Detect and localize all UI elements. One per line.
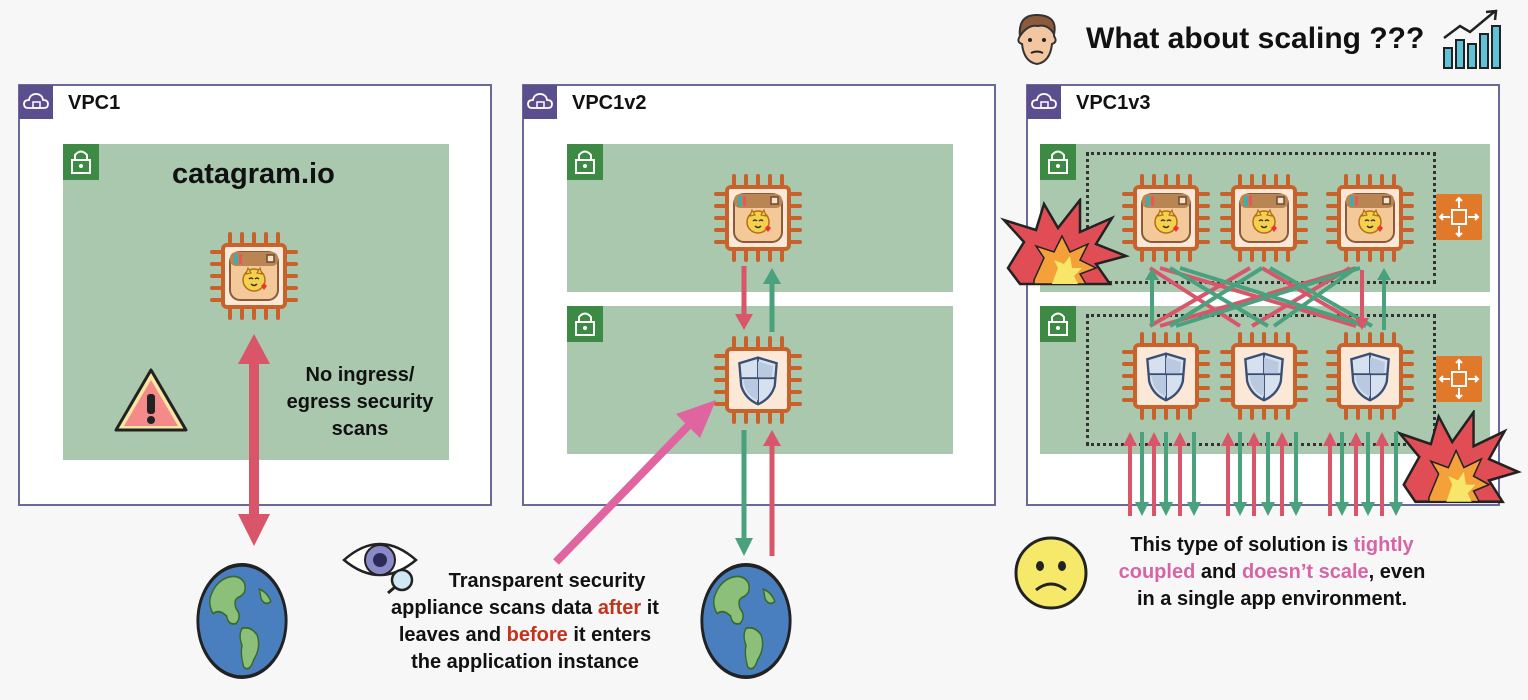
warning-icon [112,366,190,434]
caption-text: Transparent security [448,570,646,592]
autoscaling-icon [1436,356,1482,402]
lock-icon [567,306,603,342]
chip-app-icon [208,230,300,322]
lock-icon [1040,306,1076,342]
chip-shield-icon [1324,330,1416,422]
chip-app-icon [712,172,804,264]
vpc1-container: VPC1 [18,84,492,506]
cloud-vpc-icon [19,85,53,119]
vpc-label: VPC1v3 [1076,92,1151,114]
caption-text: , even [1368,561,1426,583]
caption-line: This type of solution is tightly [1102,532,1442,559]
cloud-vpc-icon [523,85,557,119]
warning-text-line: No ingress/ [305,364,415,386]
caption-emphasis: before [506,624,568,646]
vpc2-caption: Transparent security appliance scans dat… [372,568,678,676]
vpc-label: VPC1 [68,92,121,114]
chip-shield-icon [712,334,804,426]
explosion-icon [1396,410,1522,506]
caption-text: and [1195,561,1242,583]
chip-shield-icon [1120,330,1212,422]
person-icon [1012,12,1062,70]
caption-line: the application instance [372,649,678,676]
app-name: catagram.io [172,158,335,190]
caption-line: Transparent security [372,568,678,595]
chip-shield-icon [1218,330,1310,422]
caption-emphasis: doesn’t scale [1241,561,1369,583]
caption-text: it [641,597,659,619]
lock-icon [567,144,603,180]
caption-text: This type of solution is [1130,534,1354,556]
caption-line: in a single app environment. [1102,586,1442,613]
globe-icon [194,560,290,682]
caption-emphasis: coupled [1118,561,1196,583]
explosion-icon [1000,198,1130,288]
caption-line: appliance scans data after it [372,595,678,622]
caption-text: the application instance [411,651,639,673]
caption-text: it enters [567,624,652,646]
lock-icon [1040,144,1076,180]
chip-app-icon [1324,172,1416,264]
autoscaling-icon [1436,194,1482,240]
warning-text-line: scans [331,418,389,440]
lock-icon [63,144,99,180]
vpc-label: VPC1v2 [572,92,647,114]
chip-app-icon [1218,172,1310,264]
caption-text: leaves and [398,624,507,646]
caption-emphasis: after [597,597,642,619]
caption-text: appliance scans data [391,597,598,619]
chip-app-icon [1120,172,1212,264]
caption-text: in a single app environment. [1136,588,1408,610]
sad-face-icon [1012,534,1090,612]
globe-icon [698,560,794,682]
caption-line: leaves and before it enters [372,622,678,649]
growth-chart-icon [1440,8,1502,70]
vpc3-caption: This type of solution is tightly coupled… [1102,532,1442,613]
vpc2-container: VPC1v2 [522,84,996,506]
caption-line: coupled and doesn’t scale, even [1102,559,1442,586]
page-title: What about scaling ??? [1086,22,1425,55]
eye-icon [340,532,422,595]
caption-emphasis: tightly [1353,534,1414,556]
cloud-vpc-icon [1027,85,1061,119]
warning-text-line: egress security [286,391,434,413]
warning-text: No ingress/ egress security scans [270,362,450,443]
